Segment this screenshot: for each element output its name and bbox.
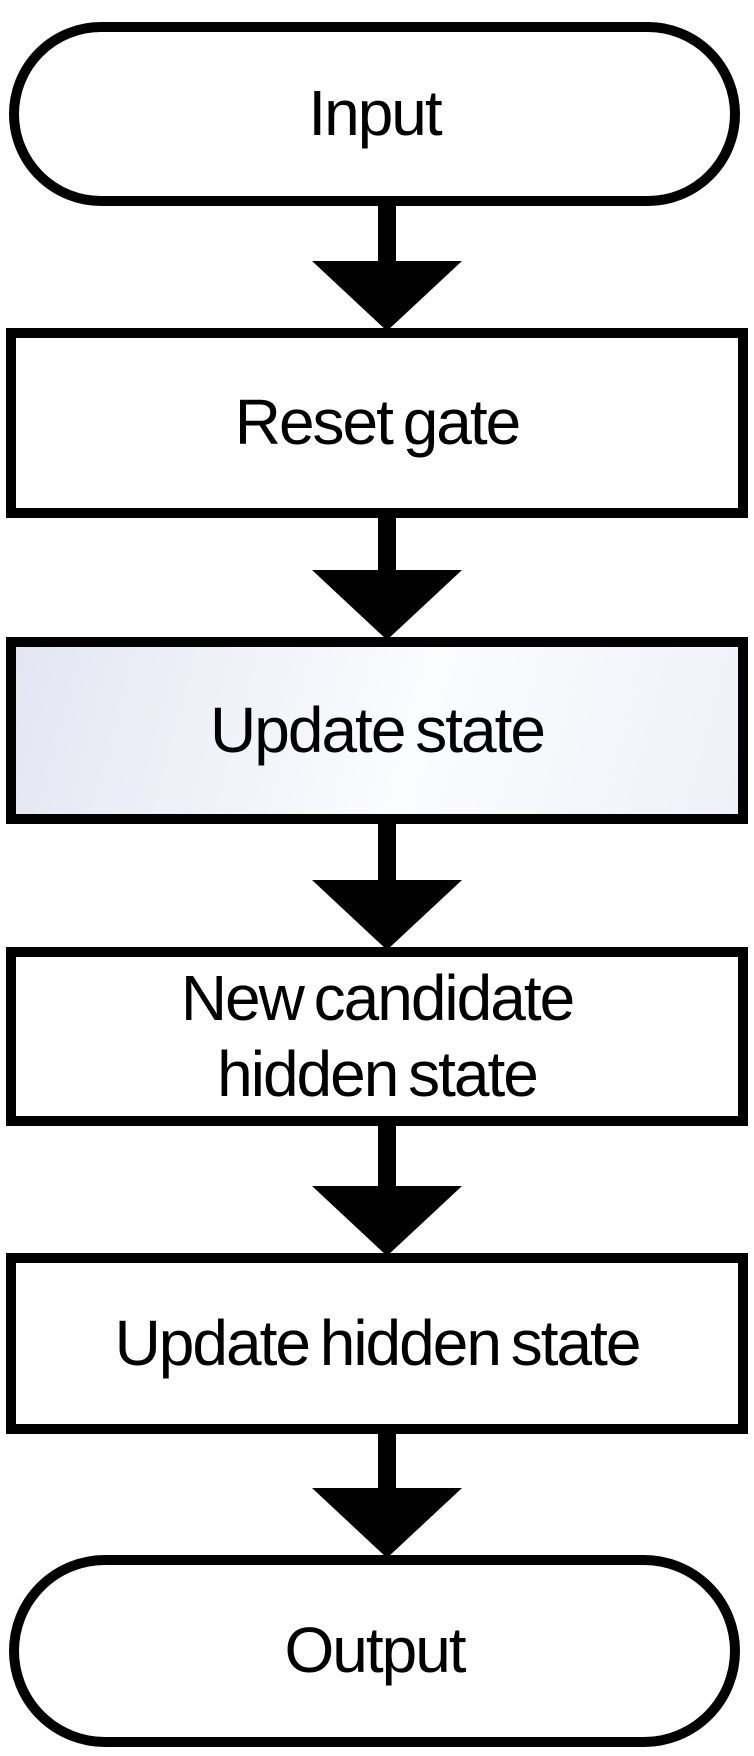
- down-arrow-2: [312, 515, 462, 640]
- arrow-shaft: [378, 1123, 396, 1192]
- node-new-candidate-hidden-state: New candidate hidden state: [6, 947, 748, 1126]
- node-update-state: Update state: [6, 637, 748, 824]
- arrow-head-icon: [312, 880, 462, 950]
- down-arrow-4: [312, 1123, 462, 1256]
- node-new-candidate-hidden-state-label: New candidate hidden state: [180, 961, 575, 1110]
- node-output-label: Output: [284, 1614, 466, 1687]
- node-output: Output: [9, 1555, 740, 1747]
- node-input: Input: [9, 22, 740, 206]
- arrow-shaft: [378, 821, 396, 886]
- arrow-head-icon: [312, 1186, 462, 1256]
- node-reset-gate: Reset gate: [6, 328, 748, 518]
- down-arrow-5: [312, 1431, 462, 1558]
- down-arrow-1: [312, 203, 462, 331]
- node-reset-gate-label: Reset gate: [234, 386, 522, 459]
- arrow-shaft: [378, 203, 396, 267]
- node-update-hidden-state: Update hidden state: [6, 1253, 748, 1434]
- arrow-head-icon: [312, 570, 462, 640]
- arrow-head-icon: [312, 1488, 462, 1558]
- node-input-label: Input: [308, 77, 442, 150]
- arrow-head-icon: [312, 261, 462, 331]
- arrow-shaft: [378, 1431, 396, 1494]
- down-arrow-3: [312, 821, 462, 950]
- arrow-shaft: [378, 515, 396, 576]
- node-update-hidden-state-label: Update hidden state: [114, 1306, 642, 1379]
- node-update-state-label: Update state: [210, 693, 546, 766]
